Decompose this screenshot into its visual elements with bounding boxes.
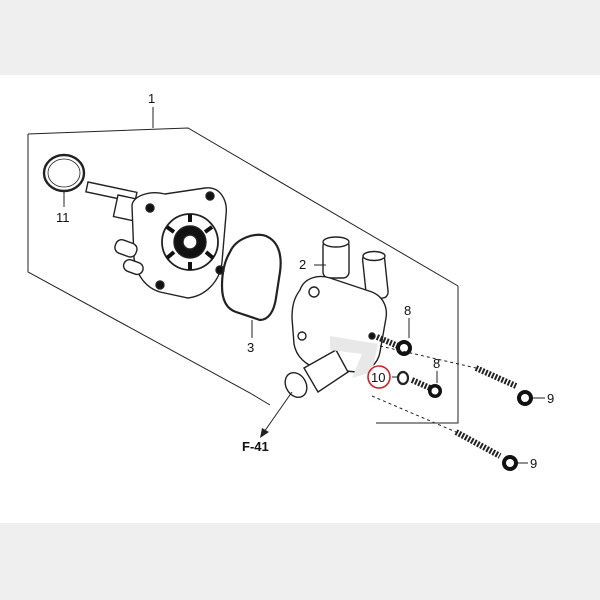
assembly-boundary: [27, 107, 459, 424]
flange-bolt-part-8-upper[interactable]: [375, 318, 412, 356]
callout-10: 10: [371, 370, 385, 385]
callout-2: 2: [299, 257, 306, 272]
callout-1: 1: [148, 91, 155, 106]
long-bolt-part-9-upper[interactable]: [379, 345, 545, 406]
long-bolt-part-9-lower[interactable]: [371, 395, 528, 471]
water-pump-body[interactable]: [85, 181, 227, 299]
pump-cover-part-2[interactable]: [281, 236, 389, 401]
gasket-part-3[interactable]: [220, 233, 282, 338]
callout-9-upper: 9: [547, 391, 554, 406]
callout-3: 3: [247, 340, 254, 355]
o-ring-part-11[interactable]: [42, 153, 86, 207]
reference-label-f41: F-41: [242, 439, 269, 454]
callout-9-lower: 9: [530, 456, 537, 471]
washer-part-10[interactable]: [392, 370, 410, 386]
callout-11: 11: [56, 210, 70, 225]
flange-bolt-part-8-lower[interactable]: [410, 371, 442, 398]
callout-8-upper: 8: [404, 303, 411, 318]
highlight-circle-part-10: [367, 365, 391, 389]
reference-arrow: [260, 391, 293, 438]
callout-8-lower: 8: [433, 356, 440, 371]
